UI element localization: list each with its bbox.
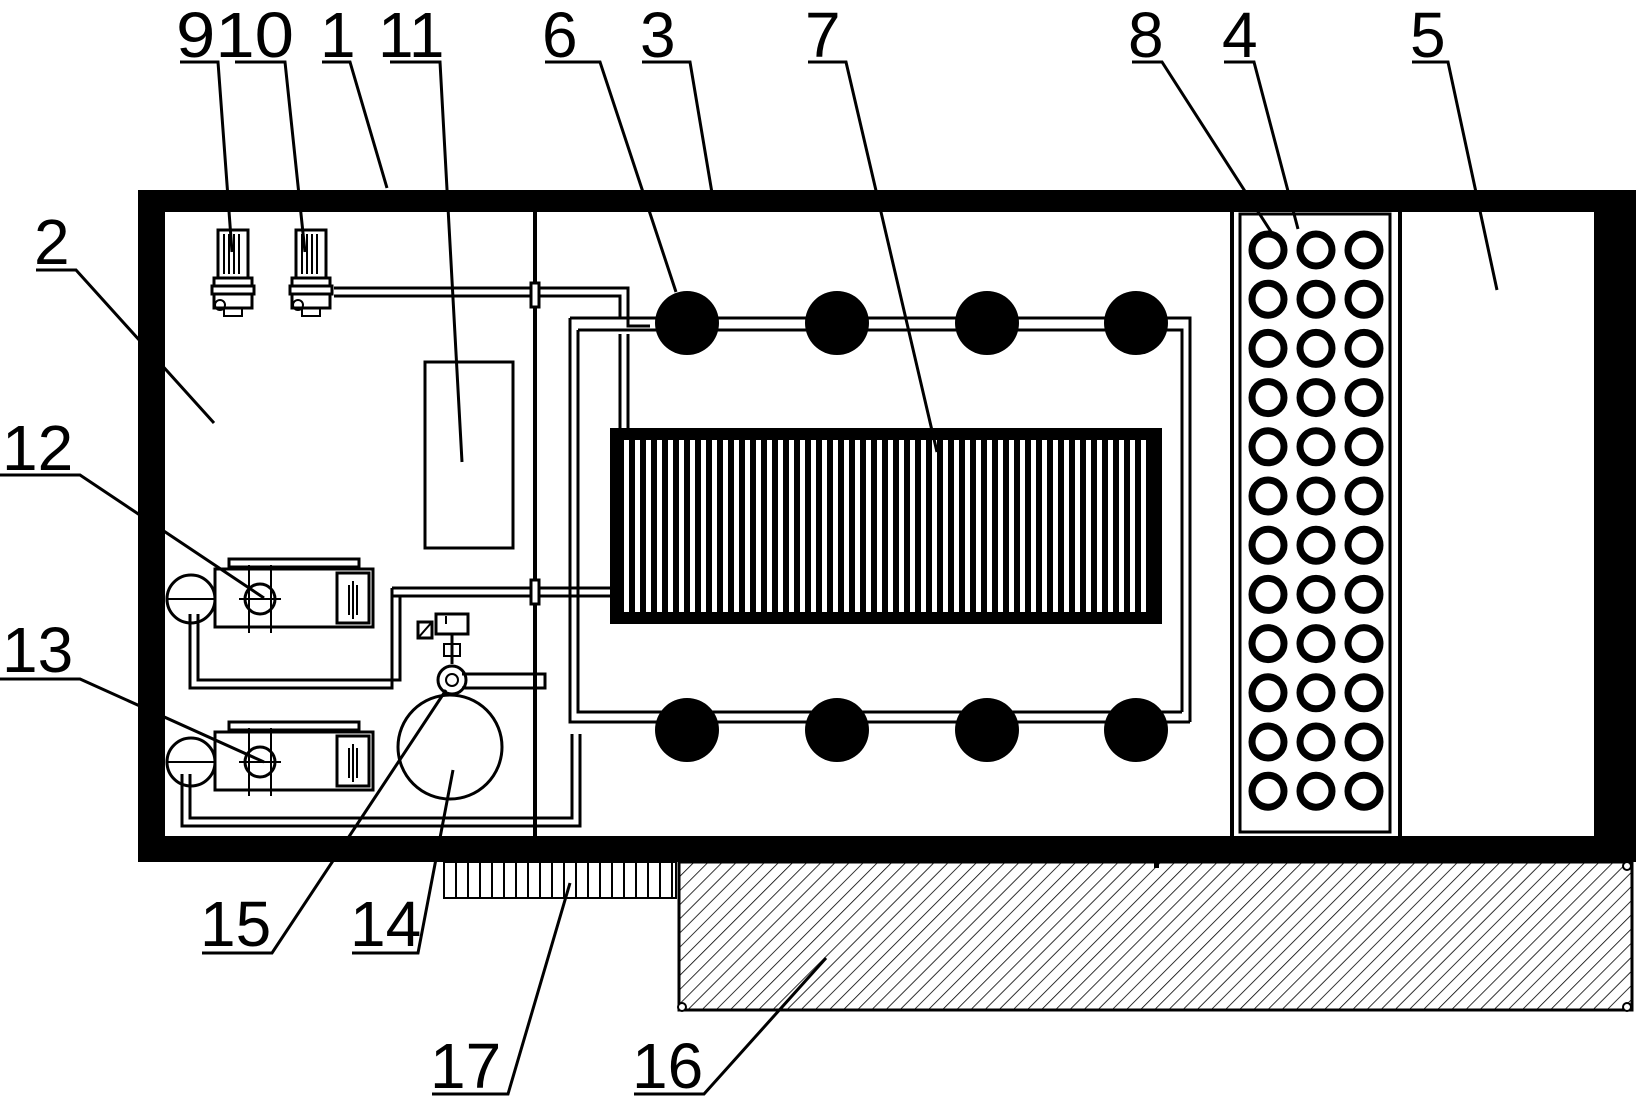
ring [1248, 279, 1288, 319]
label-12: 12 [2, 412, 73, 484]
label-14: 14 [350, 888, 421, 960]
partition-walls [533, 212, 1402, 836]
ring [1248, 427, 1288, 467]
floor-grille [443, 861, 677, 899]
ring [1296, 722, 1336, 762]
platform-bolt [677, 1002, 687, 1012]
ring [1344, 427, 1384, 467]
ring [1344, 771, 1384, 811]
horizontal-pump-12 [165, 557, 375, 633]
label-11: 11 [378, 0, 444, 71]
ring [1248, 624, 1288, 664]
ring-array-frame [1238, 212, 1392, 834]
ring [1296, 378, 1336, 418]
ring [1296, 476, 1336, 516]
platform-bolt [1622, 861, 1632, 871]
label-1: 1 [320, 0, 356, 71]
ring [1248, 574, 1288, 614]
ring-array [1248, 230, 1384, 811]
ring [1296, 427, 1336, 467]
ring [1344, 624, 1384, 664]
ring [1344, 279, 1384, 319]
ring [1296, 525, 1336, 565]
ring [1248, 673, 1288, 713]
wall-marker [1154, 862, 1159, 868]
hatched-platform [677, 860, 1634, 1012]
ring [1344, 525, 1384, 565]
ring [1344, 673, 1384, 713]
ring [1296, 328, 1336, 368]
control-cabinet [423, 360, 515, 550]
ring [1296, 624, 1336, 664]
label-3: 3 [640, 0, 676, 71]
label-4: 4 [1222, 0, 1258, 71]
horizontal-pump-13 [165, 720, 375, 796]
heat-exchanger [610, 428, 1162, 624]
boiler-row-bottom [655, 698, 1168, 762]
ring [1248, 328, 1288, 368]
ring [1248, 525, 1288, 565]
ring [1296, 673, 1336, 713]
vertical-pump-10 [288, 228, 334, 317]
ring [1344, 722, 1384, 762]
ring [1344, 378, 1384, 418]
ring [1248, 771, 1288, 811]
ring [1248, 230, 1288, 270]
boiler-row-top [655, 291, 1168, 355]
ring [1296, 230, 1336, 270]
leader-lines [0, 60, 1499, 1096]
label-8: 8 [1128, 0, 1164, 71]
platform-bolt [1622, 1002, 1632, 1012]
label-16: 16 [632, 1030, 703, 1102]
ring [1344, 328, 1384, 368]
label-13: 13 [2, 614, 73, 686]
ring [1248, 476, 1288, 516]
ring [1248, 378, 1288, 418]
ring [1296, 279, 1336, 319]
ring [1344, 476, 1384, 516]
label-6: 6 [542, 0, 578, 71]
container-walls [138, 190, 1636, 862]
label-15: 15 [200, 888, 271, 960]
reference-labels: 910 1 11 6 3 7 8 4 5 2 12 13 15 14 17 16 [2, 0, 1446, 1102]
ring [1296, 574, 1336, 614]
ring [1344, 574, 1384, 614]
ring [1344, 230, 1384, 270]
label-7: 7 [805, 0, 841, 71]
label-5: 5 [1410, 0, 1446, 71]
label-910: 910 [176, 0, 294, 71]
label-17: 17 [430, 1030, 501, 1102]
vertical-pump-9 [210, 228, 256, 317]
control-valve [416, 612, 470, 696]
ring [1296, 771, 1336, 811]
ring [1248, 722, 1288, 762]
label-2: 2 [34, 206, 70, 278]
